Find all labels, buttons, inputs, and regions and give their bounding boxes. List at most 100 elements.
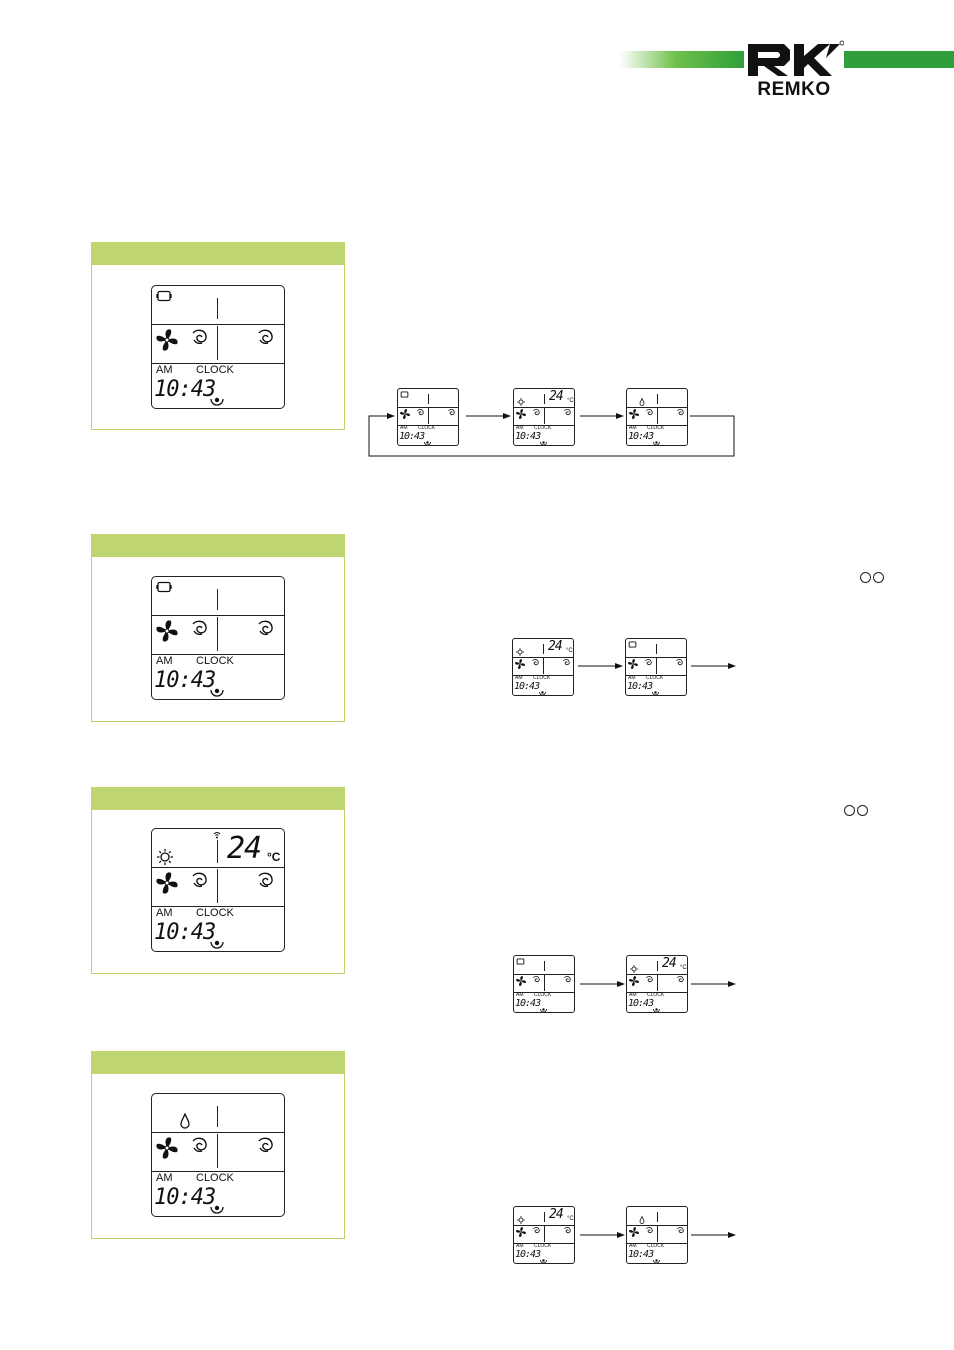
mini-am-label: AM [629, 992, 637, 998]
fan-icon [629, 409, 639, 419]
clock-label: CLOCK [196, 1172, 234, 1184]
swirl-icon [646, 976, 653, 983]
am-label: AM [156, 1172, 173, 1184]
fan-icon [156, 872, 178, 894]
button-ref-circle [857, 805, 868, 816]
mini-time-display: 10:43 [628, 998, 654, 1009]
fan-icon [156, 1137, 178, 1159]
mini-clock-label: CLOCK [533, 675, 551, 681]
swirl-icon [677, 409, 684, 416]
mini-time-display: 10:43 [628, 431, 654, 442]
mini-am-label: AM [628, 675, 636, 681]
drop-dry-icon [639, 1216, 645, 1224]
lcd-segment [217, 298, 218, 319]
auto-mode-icon [400, 391, 409, 398]
mini-am-label: AM [516, 1243, 524, 1249]
swirl-icon [564, 1227, 571, 1234]
temperature-display: 24 [227, 831, 262, 866]
fan-icon [516, 409, 526, 419]
fan-icon [629, 976, 639, 986]
mini-temperature: 24 [548, 639, 563, 654]
mini-temperature: 24 [662, 956, 677, 971]
swirl-icon [192, 329, 207, 345]
indicator-dot-icon [652, 691, 659, 695]
lcd-segment [217, 869, 218, 903]
brand-stripe-right [842, 51, 954, 68]
swirl-icon [258, 329, 273, 345]
indicator-dot-icon [210, 1205, 224, 1214]
fan-icon [628, 659, 638, 669]
remko-logo [744, 40, 844, 78]
clock-label: CLOCK [196, 364, 234, 376]
indicator-dot-icon [540, 441, 547, 445]
mini-temp-unit: °C [567, 398, 574, 404]
auto-mode-icon [156, 290, 172, 302]
indicator-dot-icon [653, 441, 660, 445]
mini-clock-label: CLOCK [534, 425, 552, 431]
fan-icon [629, 1227, 639, 1237]
swirl-icon [258, 1137, 273, 1153]
mini-clock-label: CLOCK [647, 425, 665, 431]
swirl-icon [646, 409, 653, 416]
indicator-dot-icon [210, 688, 224, 697]
sun-heat-icon [517, 1216, 525, 1224]
clock-label: CLOCK [196, 655, 234, 667]
panel-header [90, 786, 345, 810]
lcd-divider [152, 1171, 284, 1172]
mini-temperature: 24 [549, 389, 564, 404]
swirl-icon [564, 409, 571, 416]
swirl-icon [677, 1227, 684, 1234]
lcd-divider [152, 906, 284, 907]
drop-dry-icon [639, 398, 645, 406]
lcd-segment [217, 617, 218, 651]
mini-clock-label: CLOCK [646, 675, 664, 681]
button-ref-circle [844, 805, 855, 816]
lcd-segment [217, 326, 218, 360]
lcd-display: AM CLOCK 10:43 [151, 1093, 285, 1217]
lcd-divider [152, 1132, 284, 1133]
panel-header [90, 1050, 345, 1074]
indicator-dot-icon [210, 397, 224, 406]
lcd-segment [217, 589, 218, 610]
swirl-icon [192, 1137, 207, 1153]
mini-time-display: 10:43 [514, 681, 540, 692]
mini-time-display: 10:43 [515, 998, 541, 1009]
time-display: 10:43 [154, 1185, 216, 1210]
panel-header [90, 241, 345, 265]
sun-heat-icon [517, 398, 525, 406]
lcd-divider [152, 654, 284, 655]
mini-time-display: 10:43 [628, 1249, 654, 1260]
swirl-icon [533, 409, 540, 416]
mini-time-display: 10:43 [627, 681, 653, 692]
drop-dry-icon [180, 1113, 190, 1129]
fan-icon [516, 976, 526, 986]
lcd-display: 24 °C AM CLOCK 10:43 [151, 828, 285, 952]
swirl-icon [532, 659, 539, 666]
indicator-dot-icon [653, 1008, 660, 1012]
indicator-dot-icon [540, 1259, 547, 1263]
mini-clock-label: CLOCK [534, 1243, 552, 1249]
mini-time-display: 10:43 [515, 431, 541, 442]
swirl-icon [417, 409, 424, 416]
swirl-icon [564, 976, 571, 983]
swirl-icon [677, 976, 684, 983]
lcd-divider [152, 324, 284, 325]
indicator-dot-icon [210, 940, 224, 949]
time-display: 10:43 [154, 920, 216, 945]
temp-unit: °C [267, 850, 281, 864]
swirl-icon [192, 872, 207, 888]
sun-heat-icon [157, 849, 173, 865]
time-display: 10:43 [154, 668, 216, 693]
mini-clock-label: CLOCK [647, 1243, 665, 1249]
fan-icon [156, 329, 178, 351]
fan-icon [516, 1227, 526, 1237]
mini-am-label: AM [516, 425, 524, 431]
lcd-display: AM CLOCK 10:43 [151, 576, 285, 700]
